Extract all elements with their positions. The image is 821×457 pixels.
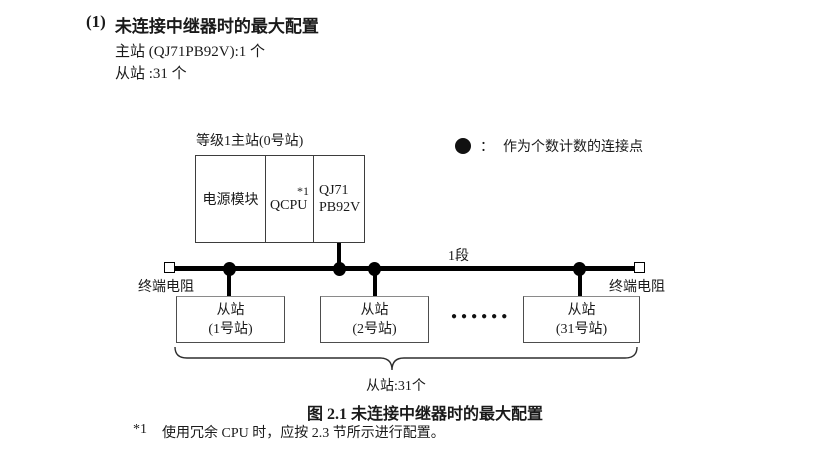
footnote-reference: *1 xyxy=(297,184,309,198)
footnote: *1 使用冗余 CPU 时，应按 2.3 节所示进行配置。 xyxy=(133,422,445,442)
master-count-line: 主站 (QJ71PB92V):1 个 xyxy=(115,44,266,60)
pb92v-label-line2: PB92V xyxy=(319,200,361,215)
master-station-box: 电源模块 *1 QCPU QJ71 PB92V xyxy=(195,155,365,243)
qcpu-label: QCPU xyxy=(270,198,308,213)
slave-station-box-31: 从站 (31号站) xyxy=(523,296,640,343)
connection-point-dot-icon xyxy=(223,262,236,276)
master-drop-line xyxy=(337,243,341,268)
slave31-drop-line xyxy=(578,270,582,297)
slave1-drop-line xyxy=(227,270,231,297)
footnote-marker: *1 xyxy=(133,422,147,437)
terminating-resistor-icon xyxy=(634,262,645,273)
slave-station-box-1: 从站 (1号站) xyxy=(176,296,285,343)
slave-total-label: 从站:31个 xyxy=(366,379,426,394)
pb92v-label-line1: QJ71 xyxy=(319,183,349,198)
ellipsis-dots: ●●●●●● xyxy=(451,311,512,322)
slave2-drop-line xyxy=(373,270,377,297)
legend-separator: ： xyxy=(480,140,494,155)
slave-station-box-2: 从站 (2号站) xyxy=(320,296,429,343)
slave1-name: 从站 xyxy=(216,302,245,318)
connection-point-dot-icon xyxy=(333,262,346,276)
underbrace xyxy=(174,346,638,371)
connection-point-legend-icon xyxy=(455,138,471,154)
footnote-text: 使用冗余 CPU 时，应按 2.3 节所示进行配置。 xyxy=(162,426,445,441)
slave1-number: (1号站) xyxy=(208,321,253,337)
master-station-label: 等级1主站(0号站) xyxy=(196,134,304,149)
segment-label: 1段 xyxy=(448,249,469,264)
slave2-name: 从站 xyxy=(360,302,389,318)
power-module-cell: 电源模块 xyxy=(196,156,265,242)
section-number: (1) xyxy=(86,12,106,31)
section-title: 未连接中继器时的最大配置 xyxy=(114,17,319,36)
legend-text: 作为个数计数的连接点 xyxy=(503,140,643,155)
pb92v-cell: QJ71 PB92V xyxy=(314,156,364,242)
terminating-resistor-label-right: 终端电阻 xyxy=(609,280,665,295)
section-heading: (1) 未连接中继器时的最大配置 xyxy=(86,12,319,37)
legend: ： 作为个数计数的连接点 xyxy=(455,136,643,156)
slave2-number: (2号站) xyxy=(352,321,397,337)
connection-point-dot-icon xyxy=(573,262,586,276)
slave-count-line: 从站 :31 个 xyxy=(115,66,187,82)
figure-caption: 图 2.1 未连接中继器时的最大配置 xyxy=(306,406,543,423)
connection-point-dot-icon xyxy=(368,262,381,276)
power-module-label: 电源模块 xyxy=(202,193,259,208)
bus-line xyxy=(169,266,640,271)
terminating-resistor-icon xyxy=(164,262,175,273)
slave31-number: (31号站) xyxy=(555,321,608,337)
qcpu-cell: *1 QCPU xyxy=(265,156,314,242)
terminating-resistor-label-left: 终端电阻 xyxy=(138,280,194,295)
slave31-name: 从站 xyxy=(567,302,596,318)
